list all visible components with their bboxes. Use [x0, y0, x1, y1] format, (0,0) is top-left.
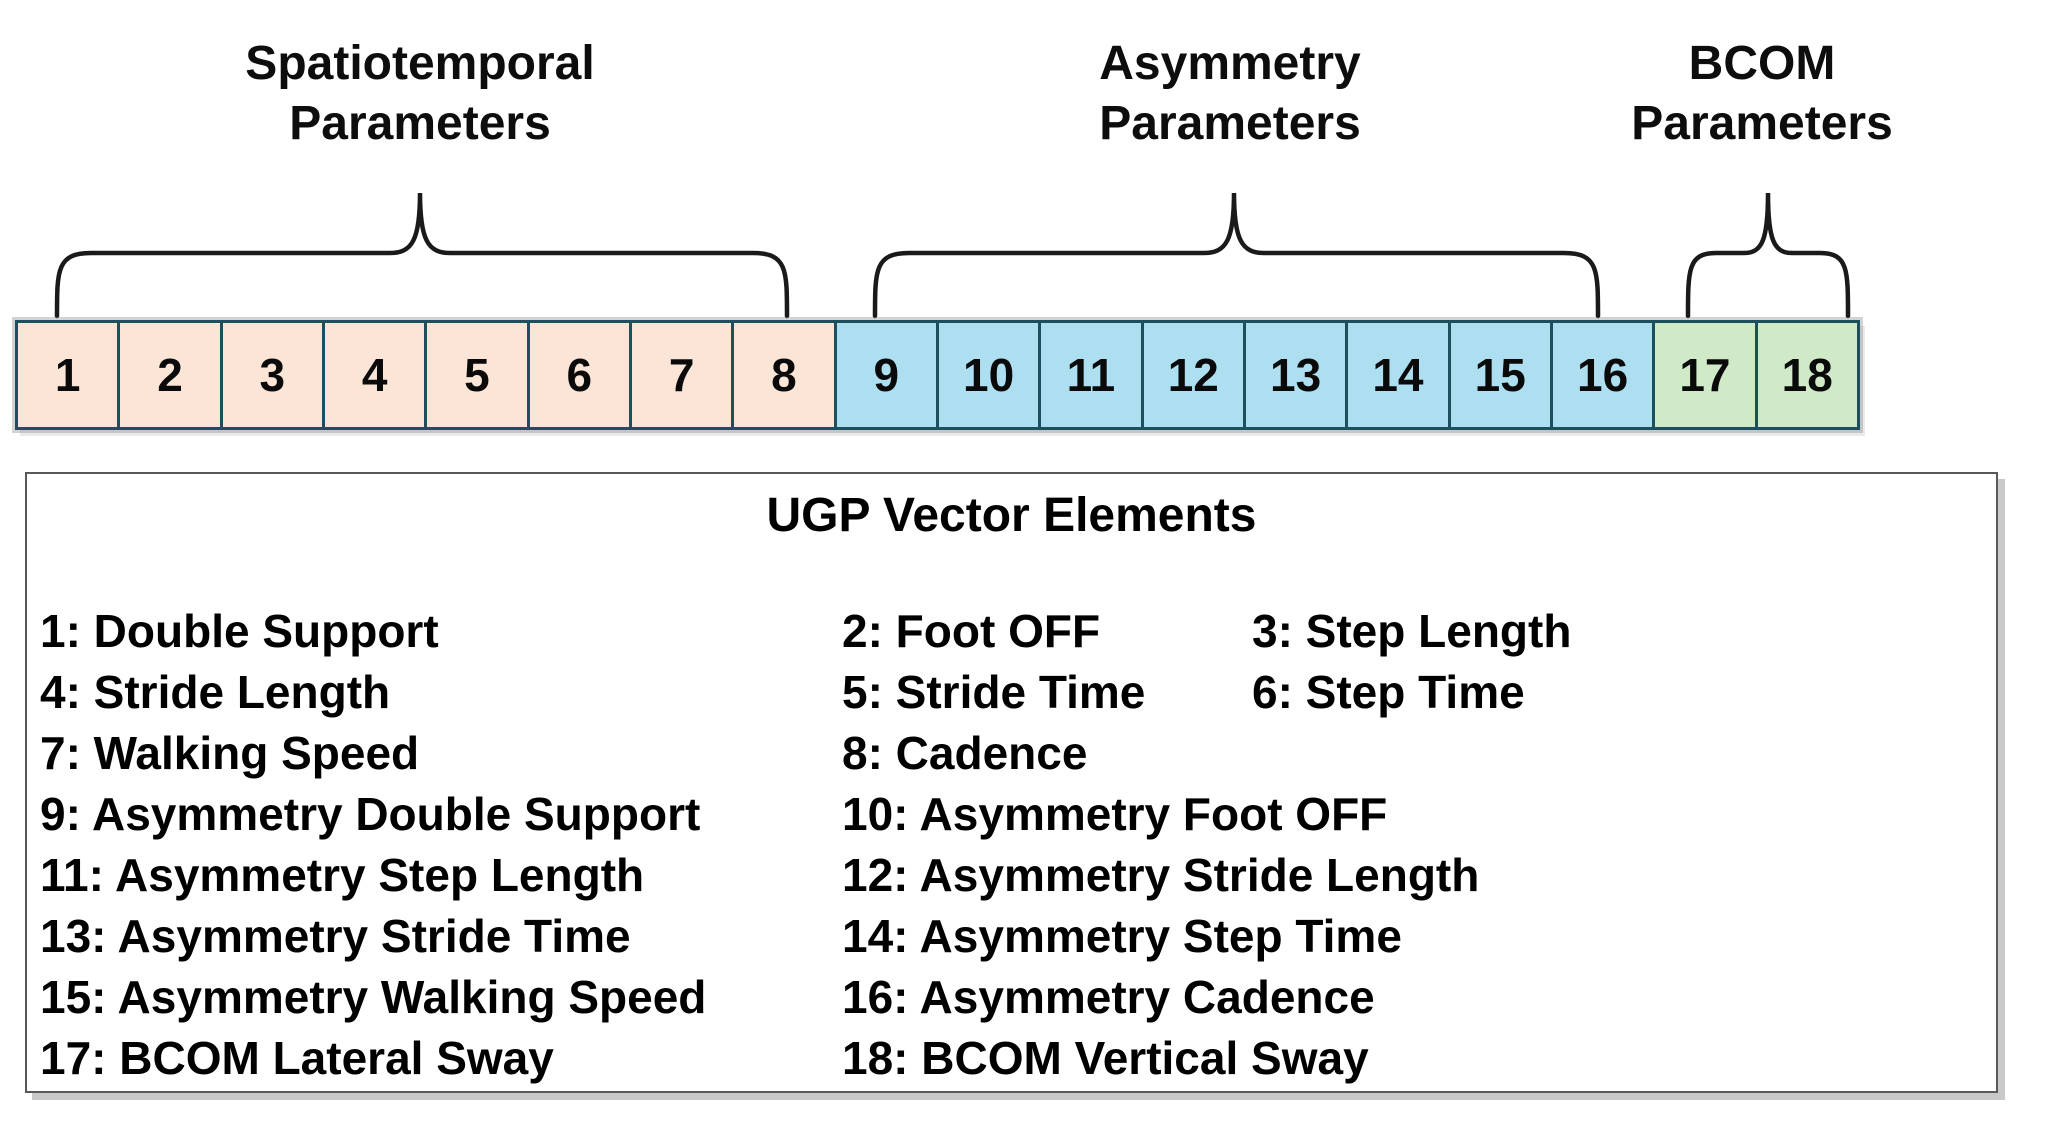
legend-entry: 11: Asymmetry Step Length	[40, 849, 645, 901]
vector-cell-14: 14	[1348, 323, 1451, 427]
legend-title: UGP Vector Elements	[766, 489, 1257, 542]
vector-cell-8: 8	[734, 323, 837, 427]
bcom-brace	[1685, 192, 1851, 319]
legend-entry: 1: Double Support	[40, 605, 439, 657]
legend-entry: 5: Stride Time	[842, 666, 1146, 718]
label-line: Parameters	[1631, 97, 1893, 150]
legend-entry: 10: Asymmetry Foot OFF	[842, 788, 1388, 840]
asymmetry-brace	[872, 192, 1601, 319]
asymmetry-parameters-label: Asymmetry Parameters	[1099, 34, 1361, 154]
legend-row: 15: Asymmetry Walking Speed 16: Asymmetr…	[40, 967, 1986, 1028]
vector-cell-2: 2	[120, 323, 223, 427]
legend-entry: 17: BCOM Lateral Sway	[40, 1032, 554, 1084]
vector-cell-10: 10	[938, 323, 1042, 427]
label-line: Spatiotemporal	[245, 37, 595, 90]
legend-row: 7: Walking Speed 8: Cadence	[40, 723, 1986, 784]
spatiotemporal-parameters-label: Spatiotemporal Parameters	[245, 34, 594, 154]
legend-entry: 3: Step Length	[1252, 605, 1572, 657]
label-line: Asymmetry	[1099, 37, 1361, 90]
vector-cell-6: 6	[529, 323, 632, 427]
vector-cell-11: 11	[1041, 323, 1144, 427]
vector-cell-4: 4	[324, 323, 428, 427]
legend-entry: 13: Asymmetry Stride Time	[40, 910, 631, 962]
legend-entry: 12: Asymmetry Stride Length	[842, 849, 1480, 901]
vector-cell-17: 17	[1655, 323, 1758, 427]
legend-row: 17: BCOM Lateral Sway 18: BCOM Vertical …	[40, 1028, 1986, 1089]
legend-entry: 16: Asymmetry Cadence	[842, 971, 1375, 1023]
vector-cell-18: 18	[1757, 323, 1857, 427]
spatiotemporal-brace	[54, 192, 790, 319]
vector-cell-12: 12	[1143, 323, 1246, 427]
ugp-vector-strip: 1 2 3 4 5 6 7 8 9 10 11 12 13 14 15 16 1…	[15, 320, 1860, 430]
legend-entry: 6: Step Time	[1252, 666, 1525, 718]
legend-row: 4: Stride Length 5: Stride Time 6: Step …	[40, 662, 1986, 723]
label-line: Parameters	[289, 97, 551, 150]
legend-entry: 9: Asymmetry Double Support	[40, 788, 701, 840]
legend-entry: 14: Asymmetry Step Time	[842, 910, 1402, 962]
legend-row: 1: Double Support 2: Foot OFF 3: Step Le…	[40, 601, 1986, 662]
vector-cell-1: 1	[18, 323, 121, 427]
vector-cell-13: 13	[1245, 323, 1349, 427]
vector-cell-15: 15	[1450, 323, 1553, 427]
legend-entry: 7: Walking Speed	[40, 727, 420, 779]
legend-entry: 4: Stride Length	[40, 666, 391, 718]
legend-entry: 18: BCOM Vertical Sway	[842, 1032, 1369, 1084]
vector-cell-3: 3	[222, 323, 325, 427]
legend-row: 9: Asymmetry Double Support 10: Asymmetr…	[40, 784, 1986, 845]
vector-cell-5: 5	[427, 323, 530, 427]
legend-row: 13: Asymmetry Stride Time 14: Asymmetry …	[40, 906, 1986, 967]
legend-entry: 15: Asymmetry Walking Speed	[40, 971, 707, 1023]
bcom-parameters-label: BCOM Parameters	[1631, 34, 1893, 154]
label-line: BCOM	[1688, 37, 1836, 90]
legend-entry: 2: Foot OFF	[842, 605, 1101, 657]
legend-box: UGP Vector Elements 1: Double Support 2:…	[25, 472, 1998, 1093]
vector-cell-7: 7	[631, 323, 735, 427]
legend-entry: 8: Cadence	[842, 727, 1088, 779]
vector-cell-16: 16	[1552, 323, 1656, 427]
vector-cell-9: 9	[836, 323, 939, 427]
legend-row: 11: Asymmetry Step Length 12: Asymmetry …	[40, 845, 1986, 906]
legend-rows: 1: Double Support 2: Foot OFF 3: Step Le…	[40, 601, 1986, 1089]
label-line: Parameters	[1099, 97, 1361, 150]
